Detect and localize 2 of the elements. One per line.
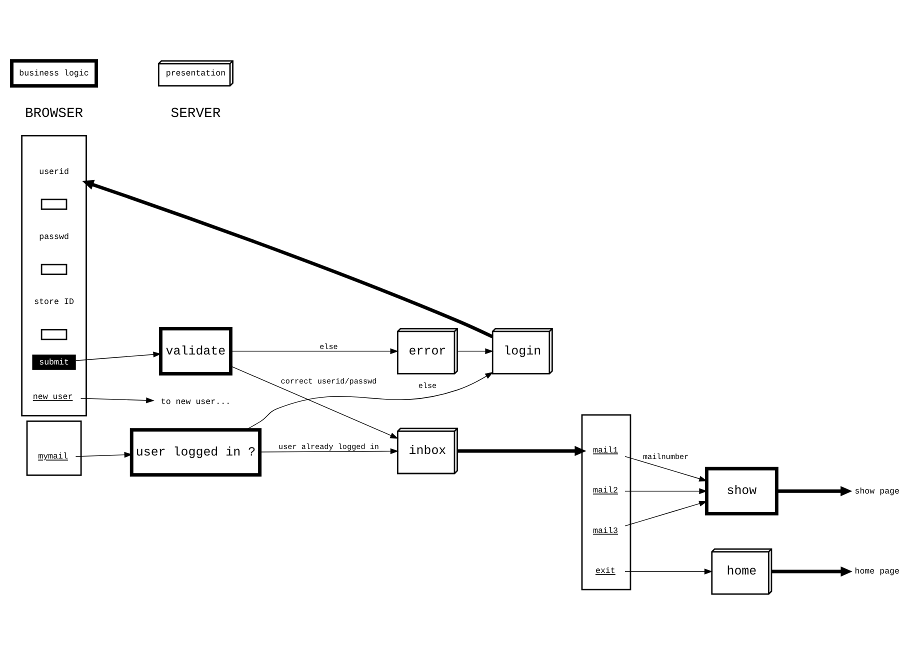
label: SERVER — [170, 106, 220, 122]
label: BROWSER — [24, 106, 83, 122]
